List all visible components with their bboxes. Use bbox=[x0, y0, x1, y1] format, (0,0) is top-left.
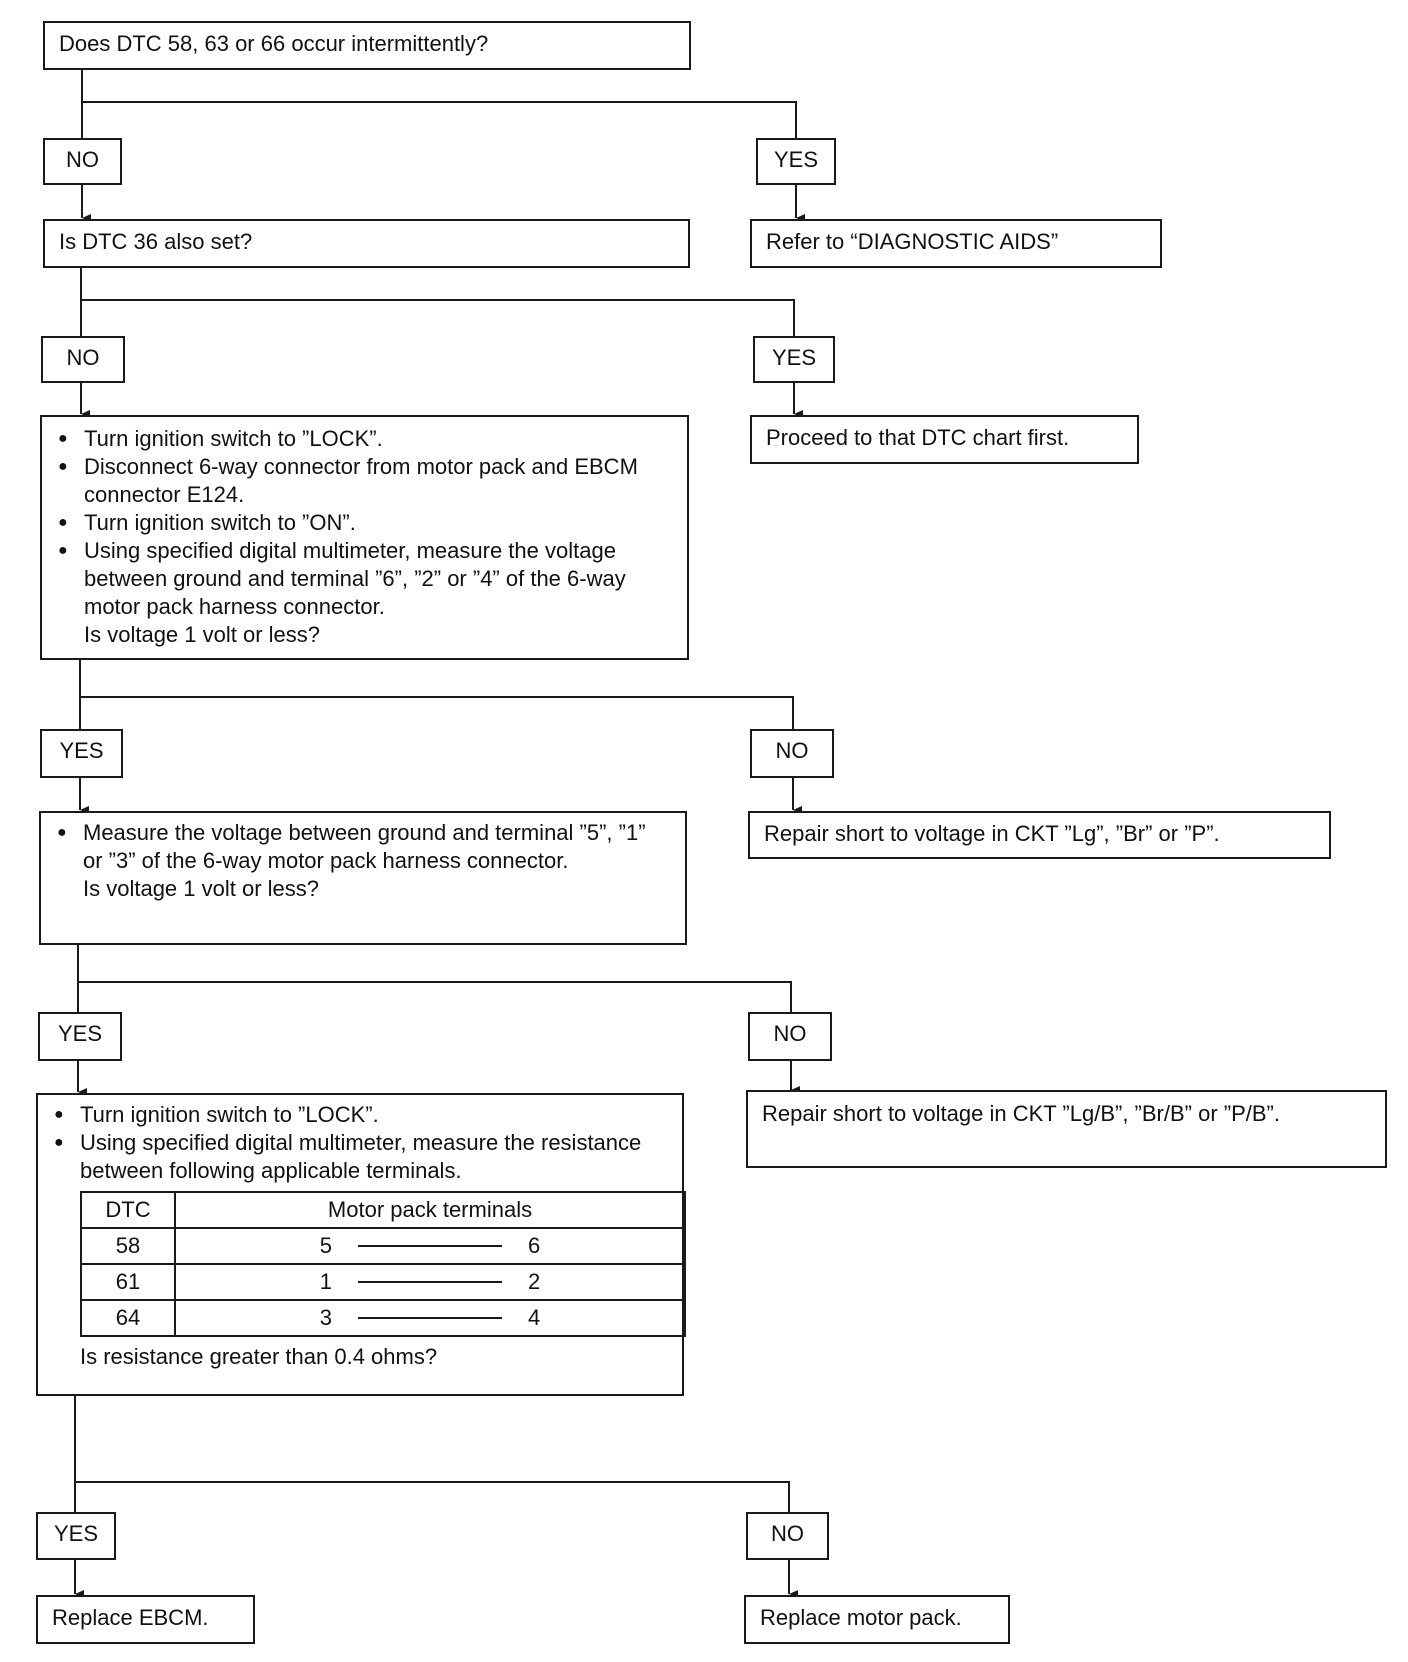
table-cell-dtc: 61 bbox=[80, 1263, 176, 1301]
terminal-connector-line bbox=[358, 1317, 502, 1319]
question-dtc-intermittent: Does DTC 58, 63 or 66 occur intermittent… bbox=[43, 21, 691, 70]
branch-yes-label: YES bbox=[38, 1012, 122, 1061]
terminal-a: 3 bbox=[319, 1305, 332, 1330]
step-measure-voltage-6-2-4: Turn ignition switch to ”LOCK”. Disconne… bbox=[40, 415, 689, 660]
terminal-b: 2 bbox=[528, 1269, 541, 1294]
branch-yes-label: YES bbox=[36, 1512, 116, 1560]
table-row: 58 5 6 bbox=[80, 1227, 686, 1265]
question-text: Does DTC 58, 63 or 66 occur intermittent… bbox=[59, 31, 489, 56]
step-question: Is resistance greater than 0.4 ohms? bbox=[80, 1344, 438, 1369]
motor-pack-terminal-table: DTC Motor pack terminals 58 5 6 61 1 2 6… bbox=[80, 1191, 686, 1337]
terminal-b: 6 bbox=[528, 1233, 541, 1258]
step-item: Measure the voltage between ground and t… bbox=[55, 819, 671, 875]
step-list: Turn ignition switch to ”LOCK”. Using sp… bbox=[52, 1101, 668, 1185]
branch-yes-label: YES bbox=[756, 138, 836, 185]
table-row: 61 1 2 bbox=[80, 1263, 686, 1301]
branch-no-label: NO bbox=[43, 138, 122, 185]
question-dtc36-set: Is DTC 36 also set? bbox=[43, 219, 690, 268]
action-repair-short-lg-br-p: Repair short to voltage in CKT ”Lg”, ”Br… bbox=[748, 811, 1331, 859]
terminal-connector-line bbox=[358, 1245, 502, 1247]
branch-no-label: NO bbox=[750, 729, 834, 778]
terminal-a: 5 bbox=[319, 1233, 332, 1258]
table-row: 64 3 4 bbox=[80, 1299, 686, 1337]
action-repair-short-lg-b-br-b-p-b: Repair short to voltage in CKT ”Lg/B”, ”… bbox=[746, 1090, 1387, 1168]
action-text: Repair short to voltage in CKT ”Lg”, ”Br… bbox=[764, 821, 1220, 846]
branch-no-label: NO bbox=[746, 1512, 829, 1560]
table-cell-terminals: 5 6 bbox=[174, 1227, 686, 1265]
table-cell-dtc: 64 bbox=[80, 1299, 176, 1337]
action-text: Replace motor pack. bbox=[760, 1605, 962, 1630]
action-replace-ebcm: Replace EBCM. bbox=[36, 1595, 255, 1644]
step-measure-resistance: Turn ignition switch to ”LOCK”. Using sp… bbox=[36, 1093, 686, 1396]
step-question: Is voltage 1 volt or less? bbox=[84, 622, 321, 647]
step-measure-voltage-5-1-3: Measure the voltage between ground and t… bbox=[39, 811, 687, 945]
step-list: Measure the voltage between ground and t… bbox=[55, 819, 671, 875]
table-header-row: DTC Motor pack terminals bbox=[80, 1191, 686, 1229]
table-cell-terminals: 3 4 bbox=[174, 1299, 686, 1337]
action-text: Repair short to voltage in CKT ”Lg/B”, ”… bbox=[762, 1101, 1280, 1126]
terminal-connector-line bbox=[358, 1281, 502, 1283]
action-refer-diagnostic-aids: Refer to “DIAGNOSTIC AIDS” bbox=[750, 219, 1162, 268]
step-list: Turn ignition switch to ”LOCK”. Disconne… bbox=[56, 425, 673, 621]
branch-yes-label: YES bbox=[40, 729, 123, 778]
action-replace-motor-pack: Replace motor pack. bbox=[744, 1595, 1010, 1644]
table-cell-terminals: 1 2 bbox=[174, 1263, 686, 1301]
branch-yes-label: YES bbox=[753, 336, 835, 383]
step-question: Is voltage 1 volt or less? bbox=[83, 876, 320, 901]
action-text: Replace EBCM. bbox=[52, 1605, 209, 1630]
branch-no-label: NO bbox=[41, 336, 125, 383]
branch-no-label: NO bbox=[748, 1012, 832, 1061]
action-proceed-dtc-chart: Proceed to that DTC chart first. bbox=[750, 415, 1139, 464]
terminal-a: 1 bbox=[319, 1269, 332, 1294]
action-text: Refer to “DIAGNOSTIC AIDS” bbox=[766, 229, 1059, 254]
step-item: Using specified digital multimeter, meas… bbox=[56, 537, 673, 621]
action-text: Proceed to that DTC chart first. bbox=[766, 425, 1070, 450]
step-item: Disconnect 6-way connector from motor pa… bbox=[56, 453, 673, 509]
step-item: Turn ignition switch to ”ON”. bbox=[56, 509, 673, 537]
table-header-dtc: DTC bbox=[80, 1191, 176, 1229]
table-cell-dtc: 58 bbox=[80, 1227, 176, 1265]
step-item: Turn ignition switch to ”LOCK”. bbox=[56, 425, 673, 453]
step-item: Using specified digital multimeter, meas… bbox=[52, 1129, 668, 1185]
terminal-b: 4 bbox=[528, 1305, 541, 1330]
step-item: Turn ignition switch to ”LOCK”. bbox=[52, 1101, 668, 1129]
question-text: Is DTC 36 also set? bbox=[59, 229, 253, 254]
table-header-terminals: Motor pack terminals bbox=[174, 1191, 686, 1229]
